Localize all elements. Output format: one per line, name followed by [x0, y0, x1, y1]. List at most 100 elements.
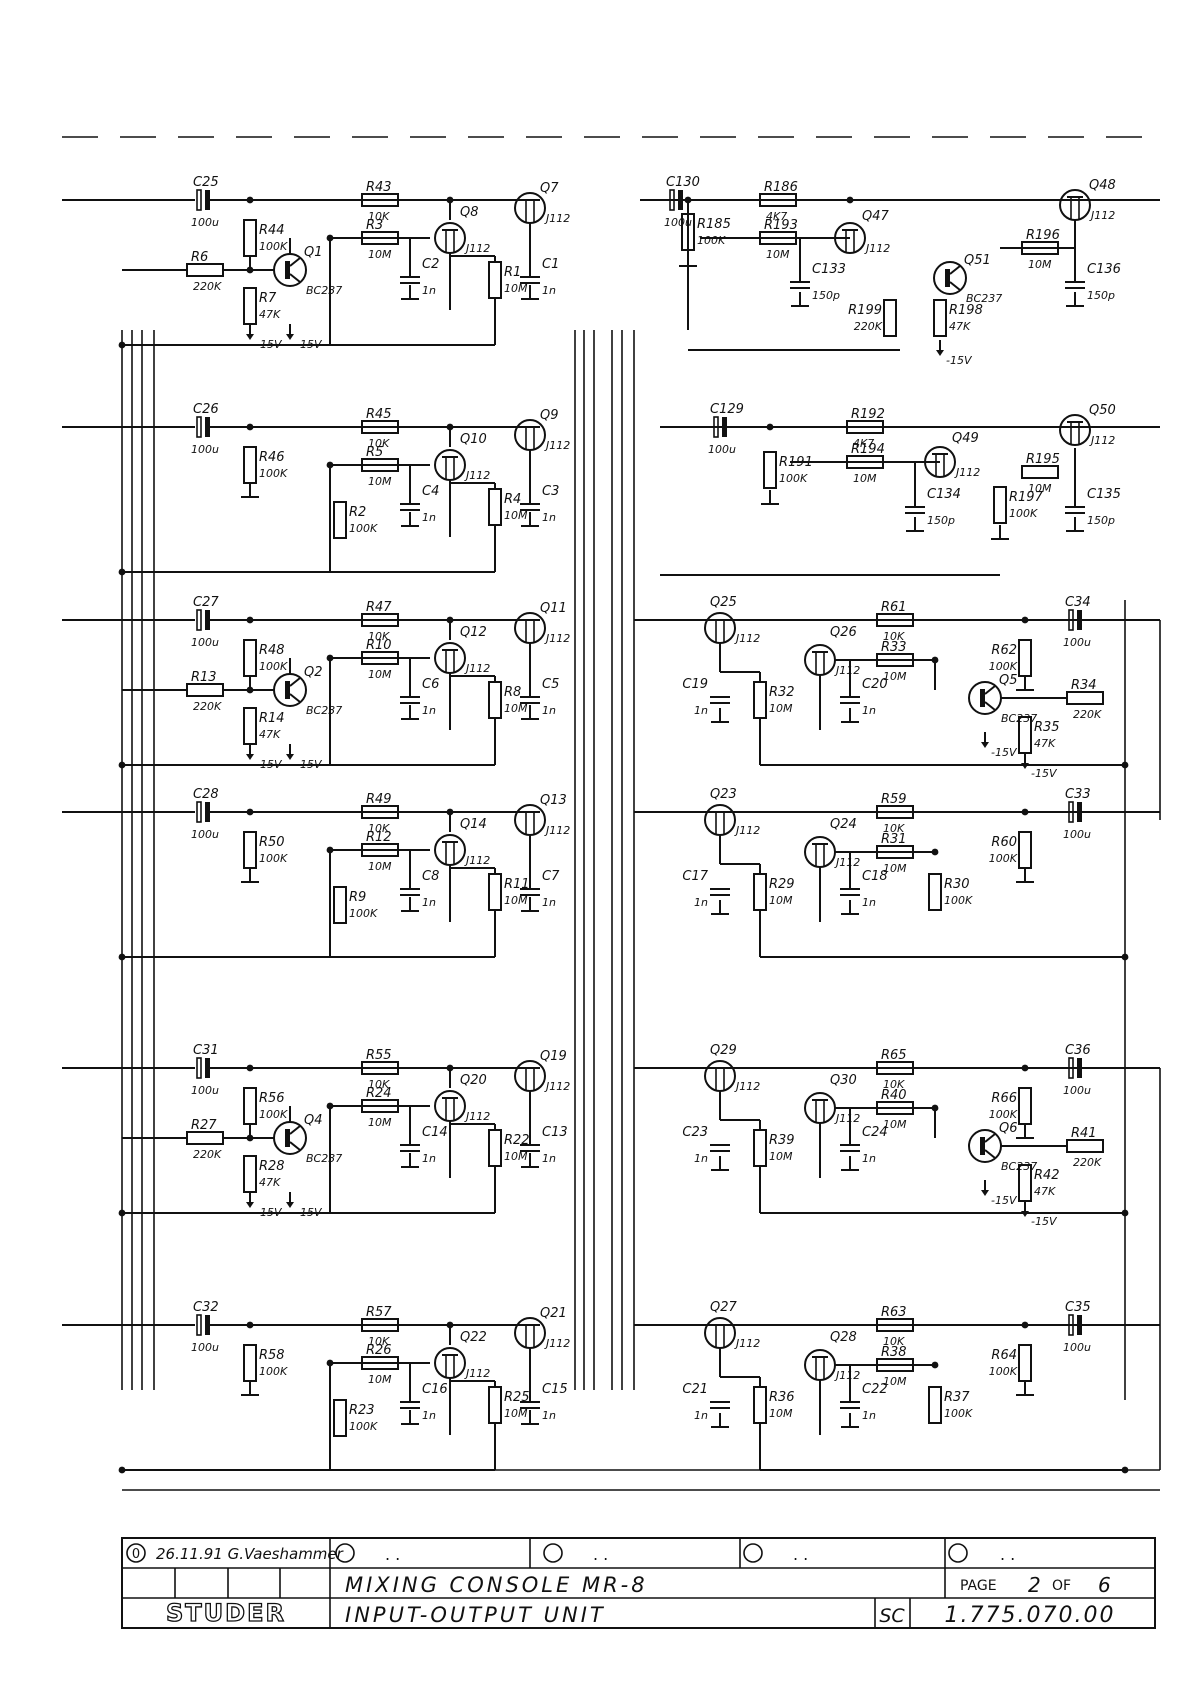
- junction-dot: [766, 423, 774, 431]
- resistor-ref: R57: [366, 1305, 392, 1320]
- capacitor-value: 150p: [1087, 514, 1115, 527]
- capacitor-ref: C1: [542, 257, 559, 272]
- jfet-ref: Q19: [540, 1049, 567, 1064]
- junction-dot: [446, 196, 454, 204]
- capacitor-value: 1n: [694, 896, 708, 909]
- resistor-value: 10M: [853, 472, 877, 485]
- resistor-ref: R28: [259, 1159, 285, 1174]
- capacitor-ref: C5: [542, 677, 559, 692]
- jfet-q13: [514, 804, 546, 836]
- jfet-ref: Q8: [460, 205, 479, 220]
- capacitor-ref: C4: [422, 484, 439, 499]
- junction-dot: [846, 196, 854, 204]
- capacitor-ref: C25: [193, 175, 219, 190]
- jfet-type: J112: [544, 632, 570, 645]
- resistor-value: 47K: [259, 308, 281, 321]
- ground-symbol: [711, 1413, 729, 1428]
- junction-dot: [246, 616, 254, 624]
- capacitor-value: 1n: [862, 1409, 876, 1422]
- capacitor-c22: [840, 1401, 860, 1409]
- bjt-ref: Q5: [999, 673, 1018, 688]
- capacitor-ref: C32: [193, 1300, 219, 1315]
- resistor-value: 47K: [1034, 1185, 1056, 1198]
- capacitor-ref: C23: [682, 1125, 708, 1140]
- jfet-type: J112: [464, 854, 490, 867]
- supply-label: -15V: [296, 1206, 323, 1219]
- resistor-r36: [753, 1386, 767, 1424]
- capacitor-ref: C26: [193, 402, 219, 417]
- resistor-ref: R185: [697, 217, 731, 232]
- ground-symbol: [841, 1413, 859, 1428]
- resistor-ref: R27: [191, 1118, 217, 1133]
- capacitor-ref: C34: [1065, 595, 1091, 610]
- supply-label: -15V: [256, 338, 283, 351]
- bjt-ref: Q6: [999, 1121, 1018, 1136]
- jfet-type: J112: [834, 664, 860, 677]
- resistor-r46: [243, 446, 257, 484]
- capacitor-c27: [196, 609, 210, 631]
- jfet-type: J112: [544, 439, 570, 452]
- components: C25100uR44100KR4310KR310MQ8J112C21nQ7J11…: [186, 175, 1121, 1437]
- capacitor-ref: C130: [666, 175, 700, 190]
- resistor-r29: [753, 873, 767, 911]
- capacitor-ref: C8: [422, 869, 439, 884]
- capacitor-ref: C7: [542, 869, 560, 884]
- resistor-ref: R62: [991, 643, 1017, 658]
- resistor-value: 10M: [883, 1375, 907, 1388]
- jfet-q24: [804, 836, 836, 868]
- resistor-value: 10K: [368, 822, 390, 835]
- capacitor-value: 100u: [1063, 1341, 1091, 1354]
- resistor-ref: R58: [259, 1348, 285, 1363]
- capacitor-c20: [840, 696, 860, 704]
- capacitor-c135: [1065, 506, 1085, 514]
- resistor-ref: R186: [764, 180, 798, 195]
- capacitor-value: 100u: [191, 636, 219, 649]
- jfet-ref: Q20: [460, 1073, 487, 1088]
- resistor-value: 10M: [1028, 258, 1052, 271]
- bjt-q5: [968, 681, 1002, 715]
- jfet-type: J112: [464, 1367, 490, 1380]
- bjt-q1: [273, 253, 307, 287]
- junction-dot: [246, 1321, 254, 1329]
- resistor-value: 10M: [368, 475, 392, 488]
- capacitor-c21: [710, 1401, 730, 1409]
- bjt-q51: [933, 261, 967, 295]
- resistor-r37: [928, 1386, 942, 1424]
- jfet-q26: [804, 644, 836, 676]
- jfet-q30: [804, 1092, 836, 1124]
- resistor-value: 10K: [368, 630, 390, 643]
- jfet-type: J112: [464, 242, 490, 255]
- junction-dot: [446, 1064, 454, 1072]
- resistor-r59: [876, 805, 914, 819]
- resistor-ref: R191: [779, 455, 813, 470]
- capacitor-c130: [669, 189, 683, 211]
- capacitor-value: 1n: [862, 1152, 876, 1165]
- junction-dot: [446, 808, 454, 816]
- jfet-type: J112: [464, 1110, 490, 1123]
- resistor-ref: R4: [504, 492, 521, 507]
- resistor-r10: [361, 651, 399, 665]
- resistor-r38: [876, 1358, 914, 1372]
- junction-dot: [118, 568, 126, 576]
- junction-dot: [684, 196, 692, 204]
- resistor-r55: [361, 1061, 399, 1075]
- resistor-r58: [243, 1344, 257, 1382]
- ground-symbol: [401, 285, 419, 300]
- resistor-value: 10M: [769, 894, 793, 907]
- capacitor-c17: [710, 888, 730, 896]
- jfet-ref: Q21: [540, 1306, 567, 1321]
- page-word: PAGE: [960, 1578, 997, 1594]
- resistor-r7: [243, 287, 257, 325]
- resistor-value: 47K: [259, 728, 281, 741]
- jfet-ref: Q47: [862, 209, 890, 224]
- jfet-q50: [1059, 414, 1091, 446]
- capacitor-c26: [196, 416, 210, 438]
- resistor-ref: R63: [881, 1305, 907, 1320]
- jfet-ref: Q22: [460, 1330, 487, 1345]
- capacitor-ref: C21: [682, 1382, 708, 1397]
- ground-symbol: [241, 676, 259, 691]
- ground-symbol: [521, 285, 539, 300]
- resistor-r199: [883, 299, 897, 337]
- capacitor-c14: [400, 1144, 420, 1152]
- capacitor-ref: C136: [1087, 262, 1121, 277]
